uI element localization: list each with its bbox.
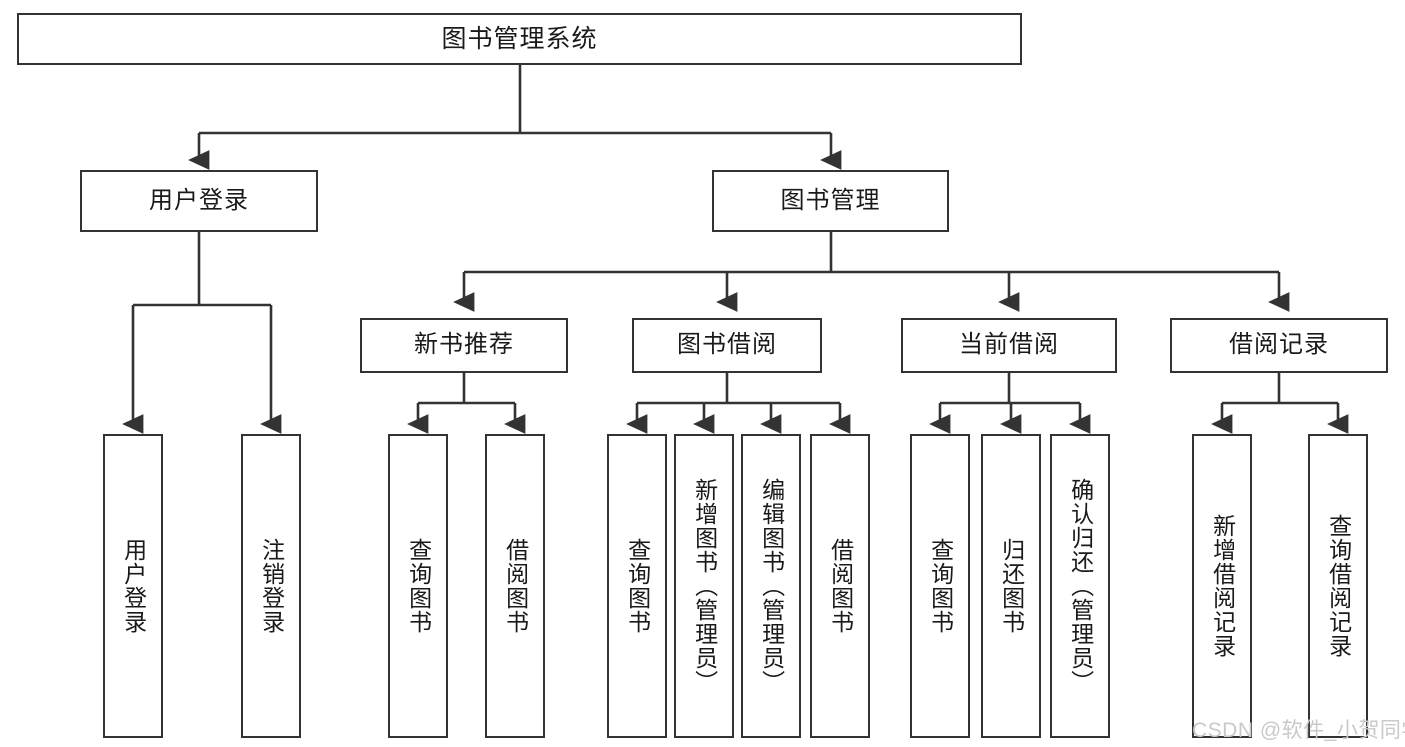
node-book-management[interactable]: 图书管理 bbox=[712, 170, 949, 232]
node-label: 图书管理系统 bbox=[441, 25, 598, 53]
node-label: 借阅图书 bbox=[827, 538, 854, 634]
leaf-book-borrow-1[interactable]: 新增图书（管理员） bbox=[674, 434, 734, 738]
node-label: 图书借阅 bbox=[677, 331, 777, 359]
node-new-book-recommend[interactable]: 新书推荐 bbox=[360, 318, 568, 373]
node-label: 查询借阅记录 bbox=[1325, 514, 1352, 658]
node-book-borrow[interactable]: 图书借阅 bbox=[632, 318, 822, 373]
node-label: 图书管理 bbox=[780, 186, 881, 214]
leaf-new-book-recommend-1[interactable]: 借阅图书 bbox=[485, 434, 545, 738]
node-label: 归还图书 bbox=[998, 538, 1025, 634]
node-label: 用户登录 bbox=[149, 186, 249, 214]
node-label: 用户登录 bbox=[120, 538, 147, 634]
leaf-current-borrow-1[interactable]: 归还图书 bbox=[981, 434, 1041, 738]
node-current-borrow[interactable]: 当前借阅 bbox=[901, 318, 1117, 373]
leaf-new-book-recommend-0[interactable]: 查询图书 bbox=[388, 434, 448, 738]
node-label: 借阅记录 bbox=[1229, 331, 1329, 359]
node-label: 注销登录 bbox=[258, 538, 285, 634]
leaf-borrow-record-1[interactable]: 查询借阅记录 bbox=[1308, 434, 1368, 738]
leaf-user-login-0[interactable]: 用户登录 bbox=[103, 434, 163, 738]
csdn-watermark: CSDN @软件_小贺同学 bbox=[1192, 719, 1405, 742]
node-user-login[interactable]: 用户登录 bbox=[80, 170, 318, 232]
leaf-book-borrow-2[interactable]: 编辑图书（管理员） bbox=[741, 434, 801, 738]
node-root-book-management-system[interactable]: 图书管理系统 bbox=[17, 13, 1022, 65]
node-label: 确认归还（管理员） bbox=[1067, 478, 1094, 694]
node-label: 查询图书 bbox=[405, 538, 432, 634]
node-label: 新增借阅记录 bbox=[1209, 514, 1236, 658]
node-label: 查询图书 bbox=[624, 538, 651, 634]
leaf-user-login-1[interactable]: 注销登录 bbox=[241, 434, 301, 738]
leaf-borrow-record-0[interactable]: 新增借阅记录 bbox=[1192, 434, 1252, 738]
leaf-current-borrow-2[interactable]: 确认归还（管理员） bbox=[1050, 434, 1110, 738]
node-label: 新书推荐 bbox=[414, 331, 514, 359]
leaf-current-borrow-0[interactable]: 查询图书 bbox=[910, 434, 970, 738]
node-label: 新增图书（管理员） bbox=[691, 478, 718, 694]
node-label: 当前借阅 bbox=[959, 331, 1059, 359]
node-label: 查询图书 bbox=[927, 538, 954, 634]
leaf-book-borrow-0[interactable]: 查询图书 bbox=[607, 434, 667, 738]
node-label: 编辑图书（管理员） bbox=[758, 478, 785, 694]
node-label: 借阅图书 bbox=[502, 538, 529, 634]
leaf-book-borrow-3[interactable]: 借阅图书 bbox=[810, 434, 870, 738]
node-borrow-record[interactable]: 借阅记录 bbox=[1170, 318, 1388, 373]
